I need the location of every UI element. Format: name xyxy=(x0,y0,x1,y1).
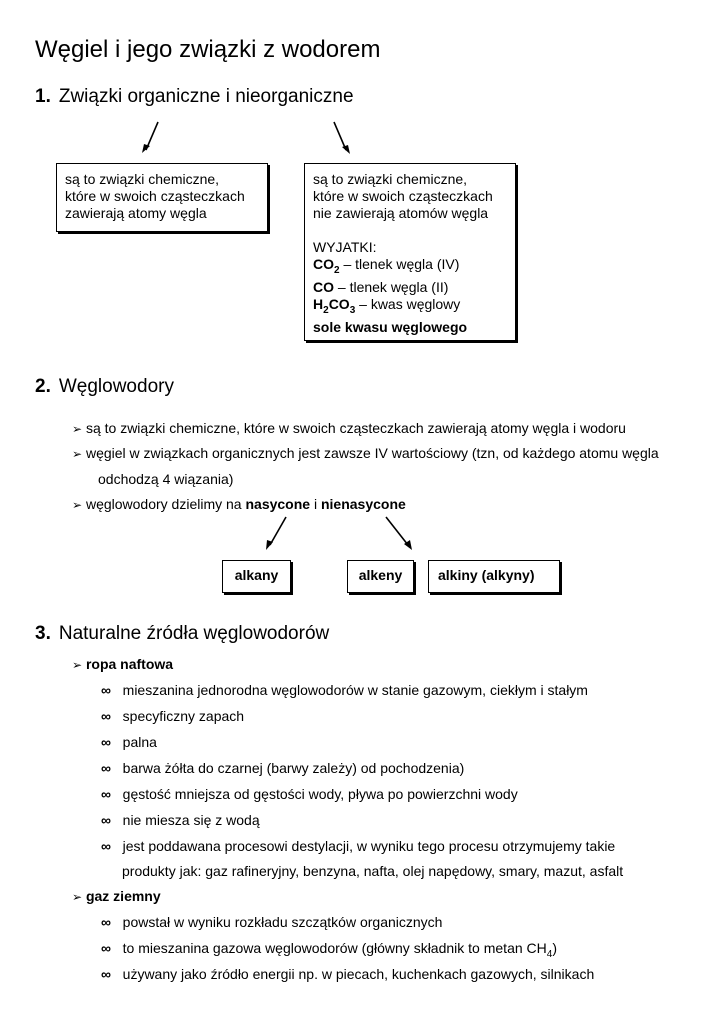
organic-line-3: zawierają atomy węgla xyxy=(65,205,207,221)
ropa-item-4: ∞ barwa żółta do czarnej (barwy zależy) … xyxy=(101,760,465,776)
ropa-item-7-cont: produkty jak: gaz rafineryjny, benzyna, … xyxy=(122,863,624,879)
inorganic-line-2: które w swoich cząsteczkach xyxy=(313,188,493,204)
ropa-item-1: ∞ mieszanina jednorodna węglowodorów w s… xyxy=(101,682,588,698)
ropa-item-3: ∞ palna xyxy=(101,734,157,750)
infinity-bullet-icon: ∞ xyxy=(101,734,111,750)
infinity-bullet-icon: ∞ xyxy=(101,838,111,854)
alkeny-box: alkeny xyxy=(347,560,414,593)
infinity-bullet-icon: ∞ xyxy=(101,786,111,802)
inorganic-line-1: są to związki chemiczne, xyxy=(313,171,468,187)
infinity-bullet-icon: ∞ xyxy=(101,708,111,724)
section2-bullet-1: ➢ są to związki chemiczne, które w swoic… xyxy=(72,420,626,436)
organic-line-1: są to związki chemiczne, xyxy=(65,171,220,187)
page-title: Węgiel i jego związki z wodorem xyxy=(35,36,381,63)
arrow-bullet-icon: ➢ xyxy=(72,422,83,436)
ropa-item-6: ∞ nie miesza się z wodą xyxy=(101,812,260,828)
organic-box: są to związki chemiczne, które w swoich … xyxy=(56,163,268,232)
ropa-item-7: ∞ jest poddawana procesowi destylacji, w… xyxy=(101,838,616,854)
ropa-item-2: ∞ specyficzny zapach xyxy=(101,708,245,724)
ropa-item-5: ∞ gęstość mniejsza od gęstości wody, pły… xyxy=(101,786,518,802)
infinity-bullet-icon: ∞ xyxy=(101,966,111,982)
gaz-item-2: ∞ to mieszanina gazowa węglowodorów (głó… xyxy=(101,940,557,960)
arrow-bullet-icon: ➢ xyxy=(72,658,83,672)
exception-salts: sole kwasu węglowego xyxy=(313,318,468,335)
organic-line-2: które w swoich cząsteczkach xyxy=(65,188,245,204)
inorganic-line-3: nie zawierają atomów węgla xyxy=(313,205,489,221)
section2-bullet-2: ➢ węgiel w związkach organicznych jest z… xyxy=(72,445,659,461)
gaz-label: ➢ gaz ziemny xyxy=(72,888,161,904)
infinity-bullet-icon: ∞ xyxy=(101,812,111,828)
arrow-bullet-icon: ➢ xyxy=(72,498,83,512)
section3-title: Naturalne źródła węglowodorów xyxy=(58,623,330,644)
section1-heading: 1. Związki organiczne i nieorganiczne xyxy=(35,86,354,108)
arrow-right-section1 xyxy=(333,121,350,154)
inorganic-box: są to związki chemiczne, które w swoich … xyxy=(304,163,516,341)
alkany-box: alkany xyxy=(222,560,291,593)
arrow-bullet-icon: ➢ xyxy=(72,890,83,904)
infinity-bullet-icon: ∞ xyxy=(101,682,111,698)
section2-heading: 2. Węglowodory xyxy=(35,376,174,398)
ropa-label: ➢ ropa naftowa xyxy=(72,656,174,672)
exception-co: CO – tlenek węgla (II) xyxy=(313,278,449,295)
infinity-bullet-icon: ∞ xyxy=(101,760,111,776)
infinity-bullet-icon: ∞ xyxy=(101,940,111,956)
section1-number: 1. xyxy=(35,86,51,107)
infinity-bullet-icon: ∞ xyxy=(101,914,111,930)
exception-h2co3: H2CO3 – kwas węglowy xyxy=(313,295,461,316)
section3-number: 3. xyxy=(35,623,51,644)
exception-co2: CO2 – tlenek węgla (IV) xyxy=(313,256,460,276)
arrow-bullet-icon: ➢ xyxy=(72,447,83,461)
section2-number: 2. xyxy=(35,376,51,397)
arrow-left-section1 xyxy=(142,121,159,153)
arrow-left-section2 xyxy=(266,516,287,550)
section1-title: Związki organiczne i nieorganiczne xyxy=(58,86,354,107)
gaz-item-3: ∞ używany jako źródło energii np. w piec… xyxy=(101,966,595,982)
section2-bullet-2-cont: odchodzą 4 wiązania) xyxy=(98,471,234,487)
section2-title: Węglowodory xyxy=(58,376,174,397)
exceptions-label: WYJATKI: xyxy=(313,239,377,255)
arrow-right-section2 xyxy=(385,516,412,550)
section3-heading: 3. Naturalne źródła węglowodorów xyxy=(35,623,329,645)
gaz-item-1: ∞ powstał w wyniku rozkładu szczątków or… xyxy=(101,914,443,930)
alkiny-box: alkiny (alkyny) xyxy=(428,560,560,593)
section2-bullet-3: ➢ węglowodory dzielimy na nasycone i nie… xyxy=(72,496,406,512)
